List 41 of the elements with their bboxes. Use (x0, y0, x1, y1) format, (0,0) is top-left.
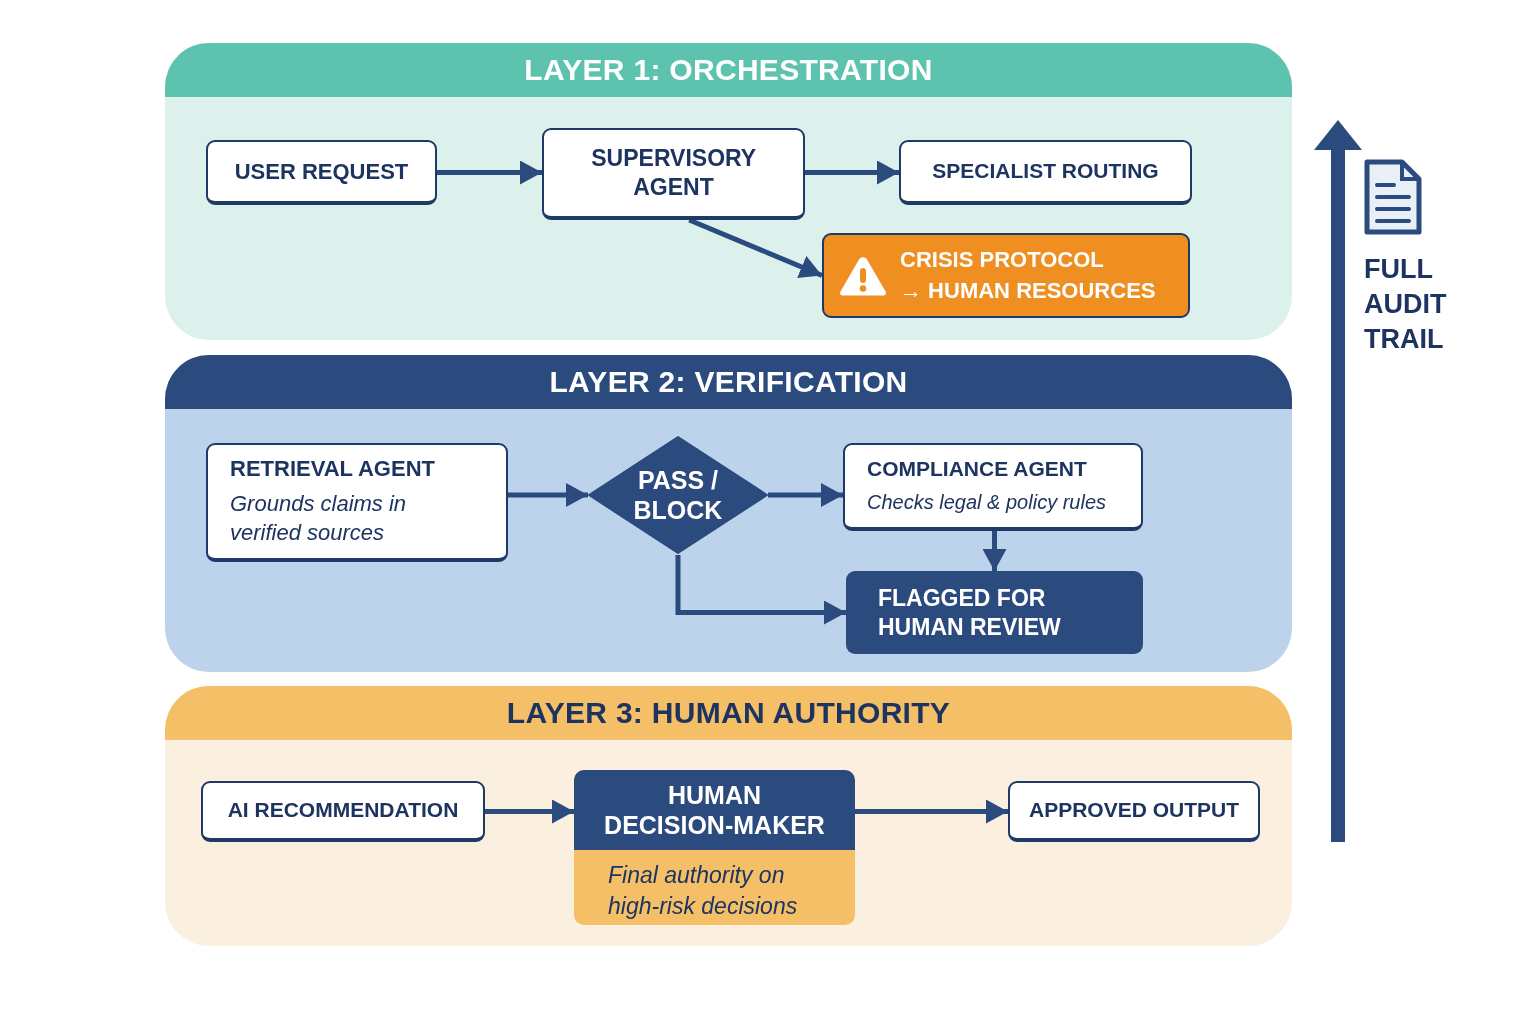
node-title: APPROVED OUTPUT (1029, 797, 1239, 824)
layer-heading: LAYER 1: ORCHESTRATION (165, 43, 1292, 97)
arrow (485, 800, 574, 823)
layer-panel (165, 686, 1292, 946)
alert-box (822, 233, 1190, 318)
process-box (206, 443, 508, 562)
node-title: RETRIEVAL AGENT (230, 455, 435, 483)
card-header: HUMAN DECISION-MAKER (574, 770, 855, 850)
process-box (843, 443, 1143, 531)
arrow (855, 800, 1008, 823)
process-box (542, 128, 805, 220)
flag-box (846, 571, 1143, 654)
node-description: Final authority on high-risk decisions (608, 861, 799, 922)
node-title: SUPERVISORY AGENT (590, 144, 757, 202)
arrow (983, 531, 1006, 571)
layer-heading: LAYER 3: HUMAN AUTHORITY (165, 686, 1292, 740)
node-title: USER REQUEST (234, 157, 409, 186)
arrow (675, 555, 846, 624)
decision-label: PASS / BLOCK (632, 465, 724, 525)
layer-panel (165, 355, 1292, 672)
arrow (688, 217, 823, 278)
side-label: FULL AUDIT TRAIL (1364, 253, 1447, 357)
decision-diamond (588, 435, 768, 555)
alert-text: CRISIS PROTOCOL → HUMAN RESOURCES (900, 245, 1157, 305)
decision-card (574, 770, 855, 925)
node-description: Checks legal & policy rules (867, 489, 1107, 515)
layer-heading: LAYER 2: VERIFICATION (165, 355, 1292, 409)
process-box (206, 140, 437, 205)
arrow (437, 161, 542, 184)
process-box (201, 781, 485, 842)
node-title: COMPLIANCE AGENT (867, 456, 1087, 483)
arrow (508, 484, 588, 506)
node-title: AI RECOMMENDATION (227, 797, 459, 824)
node-description: Grounds claims in verified sources (230, 489, 408, 548)
arrow (768, 484, 843, 506)
process-box (899, 140, 1192, 205)
node-title: SPECIALIST ROUTING (932, 158, 1159, 185)
process-box (1008, 781, 1260, 842)
node-title: FLAGGED FOR HUMAN REVIEW (878, 583, 1062, 642)
arrow (805, 161, 899, 184)
layer-panel (165, 43, 1292, 340)
